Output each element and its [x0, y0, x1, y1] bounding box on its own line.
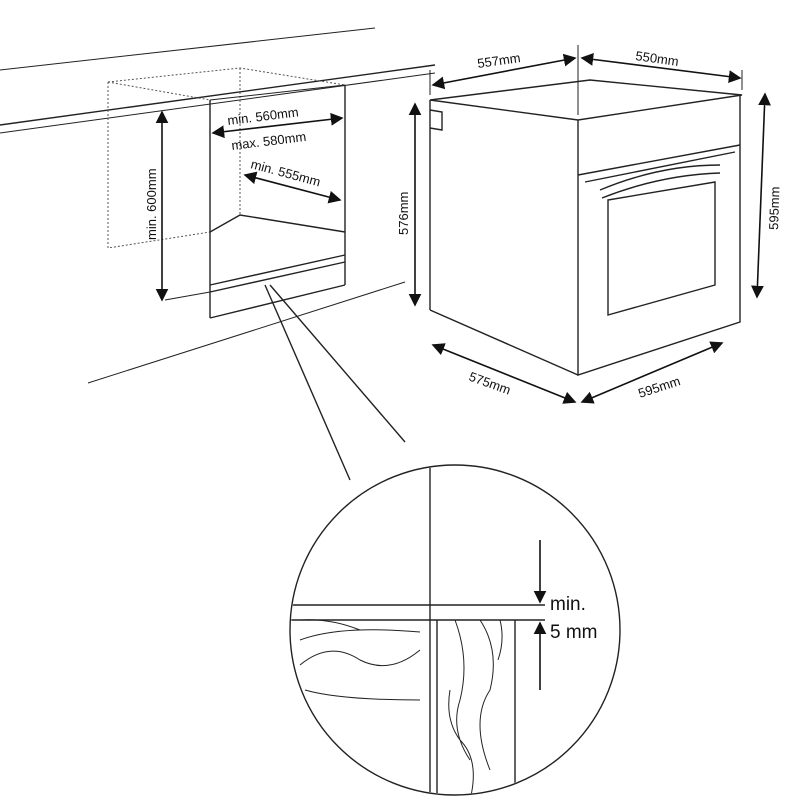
- gap-label-value: 5 mm: [550, 622, 598, 643]
- oven-top-depth-label: 557mm: [476, 50, 521, 71]
- niche-width-max-label: max. 580mm: [231, 129, 307, 153]
- oven-dimensions: 557mm 550mm 576mm 595mm 575mm 595mm: [396, 45, 783, 404]
- oven-front-height-label: 595mm: [766, 186, 783, 230]
- oven-bottom-depth-label: 575mm: [467, 369, 513, 398]
- oven-body-height-label: 576mm: [396, 192, 411, 235]
- oven-window: [607, 181, 716, 316]
- oven-handle: [599, 164, 721, 199]
- oven-body: [429, 79, 743, 376]
- oven-bottom-width-label: 595mm: [636, 373, 682, 401]
- niche-height-min-label: min. 600mm: [144, 168, 159, 240]
- detail-magnifier: [289, 464, 621, 796]
- niche-dimensions: min. 560mm max. 580mm min. 555mm min. 60…: [144, 104, 344, 302]
- detail-callout: min. 5 mm: [264, 284, 621, 796]
- oven-top-width-label: 550mm: [635, 48, 680, 69]
- kitchen-cabinet: [0, 27, 436, 384]
- gap-label-min: min.: [550, 594, 586, 615]
- niche-depth-min-label: min. 555mm: [249, 156, 322, 189]
